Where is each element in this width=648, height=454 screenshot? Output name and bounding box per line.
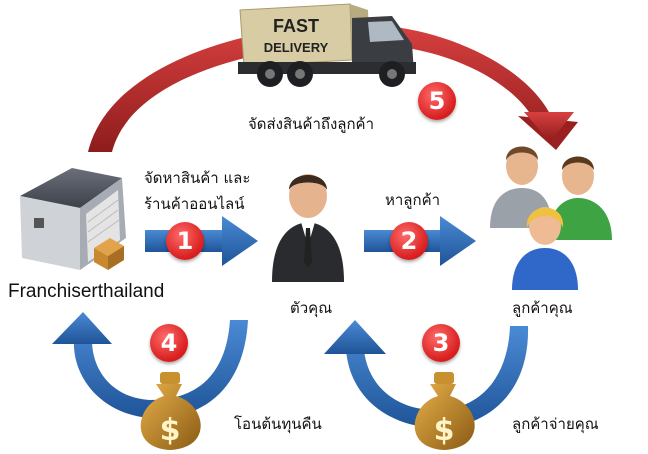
franchisor-label: Franchiserthailand [8,281,165,302]
truck-text-fast: FAST [273,16,319,36]
sourcing-label-line1: จัดหาสินค้า และ [144,169,251,187]
refund-curve-arrow [52,312,248,419]
customer-pays-label: ลูกค้าจ่ายคุณ [512,415,599,433]
step-badge-5: 5 [418,82,456,120]
customers-label: ลูกค้าคุณ [512,299,573,317]
customers-group-icon [490,146,612,290]
businessman-icon [272,174,344,282]
svg-text:$: $ [434,413,455,448]
payment-curve-arrow [324,320,529,428]
find-customers-label: หาลูกค้า [385,191,441,209]
sourcing-label-line2: ร้านค้าออนไลน์ [144,195,245,213]
step-badge-3: 3 [422,324,460,362]
warehouse-icon [20,168,126,270]
money-bag-icon: $ [140,372,201,450]
truck-text-delivery: DELIVERY [264,40,329,55]
step-badge-2: 2 [390,222,428,260]
money-bag-icon: $ [414,372,475,450]
delivery-truck-icon [238,3,416,87]
step-badge-4: 4 [150,324,188,362]
delivery-label: จัดส่งสินค้าถึงลูกค้า [248,115,375,133]
step-badge-1: 1 [166,222,204,260]
refund-label: โอนต้นทุนคืน [234,415,322,433]
svg-text:$: $ [160,413,181,448]
delivery-arc-arrow [88,23,578,152]
you-label: ตัวคุณ [290,299,333,317]
